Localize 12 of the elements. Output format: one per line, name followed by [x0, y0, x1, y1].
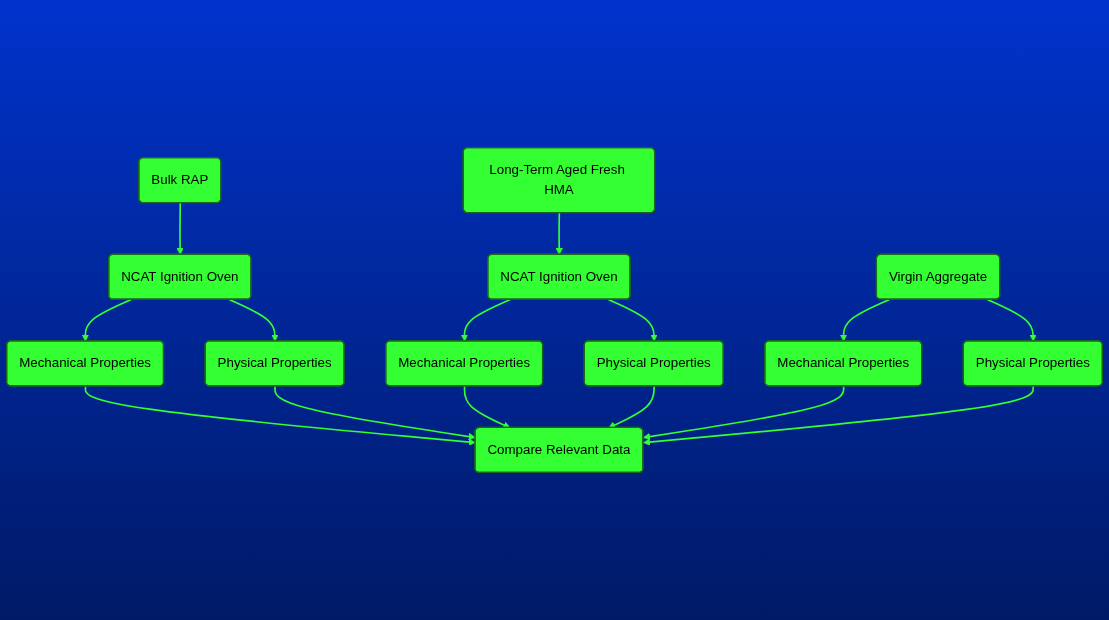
arrow: [986, 298, 1037, 342]
arrow: [463, 385, 511, 429]
arrow: [176, 202, 184, 255]
arrow: [607, 298, 658, 342]
arrow: [839, 298, 891, 342]
arrow: [643, 385, 1035, 446]
arrow: [555, 212, 563, 255]
arrow: [643, 385, 845, 441]
arrow: [460, 298, 511, 342]
arrow: [228, 298, 279, 342]
arrow: [608, 385, 655, 429]
arrow: [81, 298, 132, 342]
